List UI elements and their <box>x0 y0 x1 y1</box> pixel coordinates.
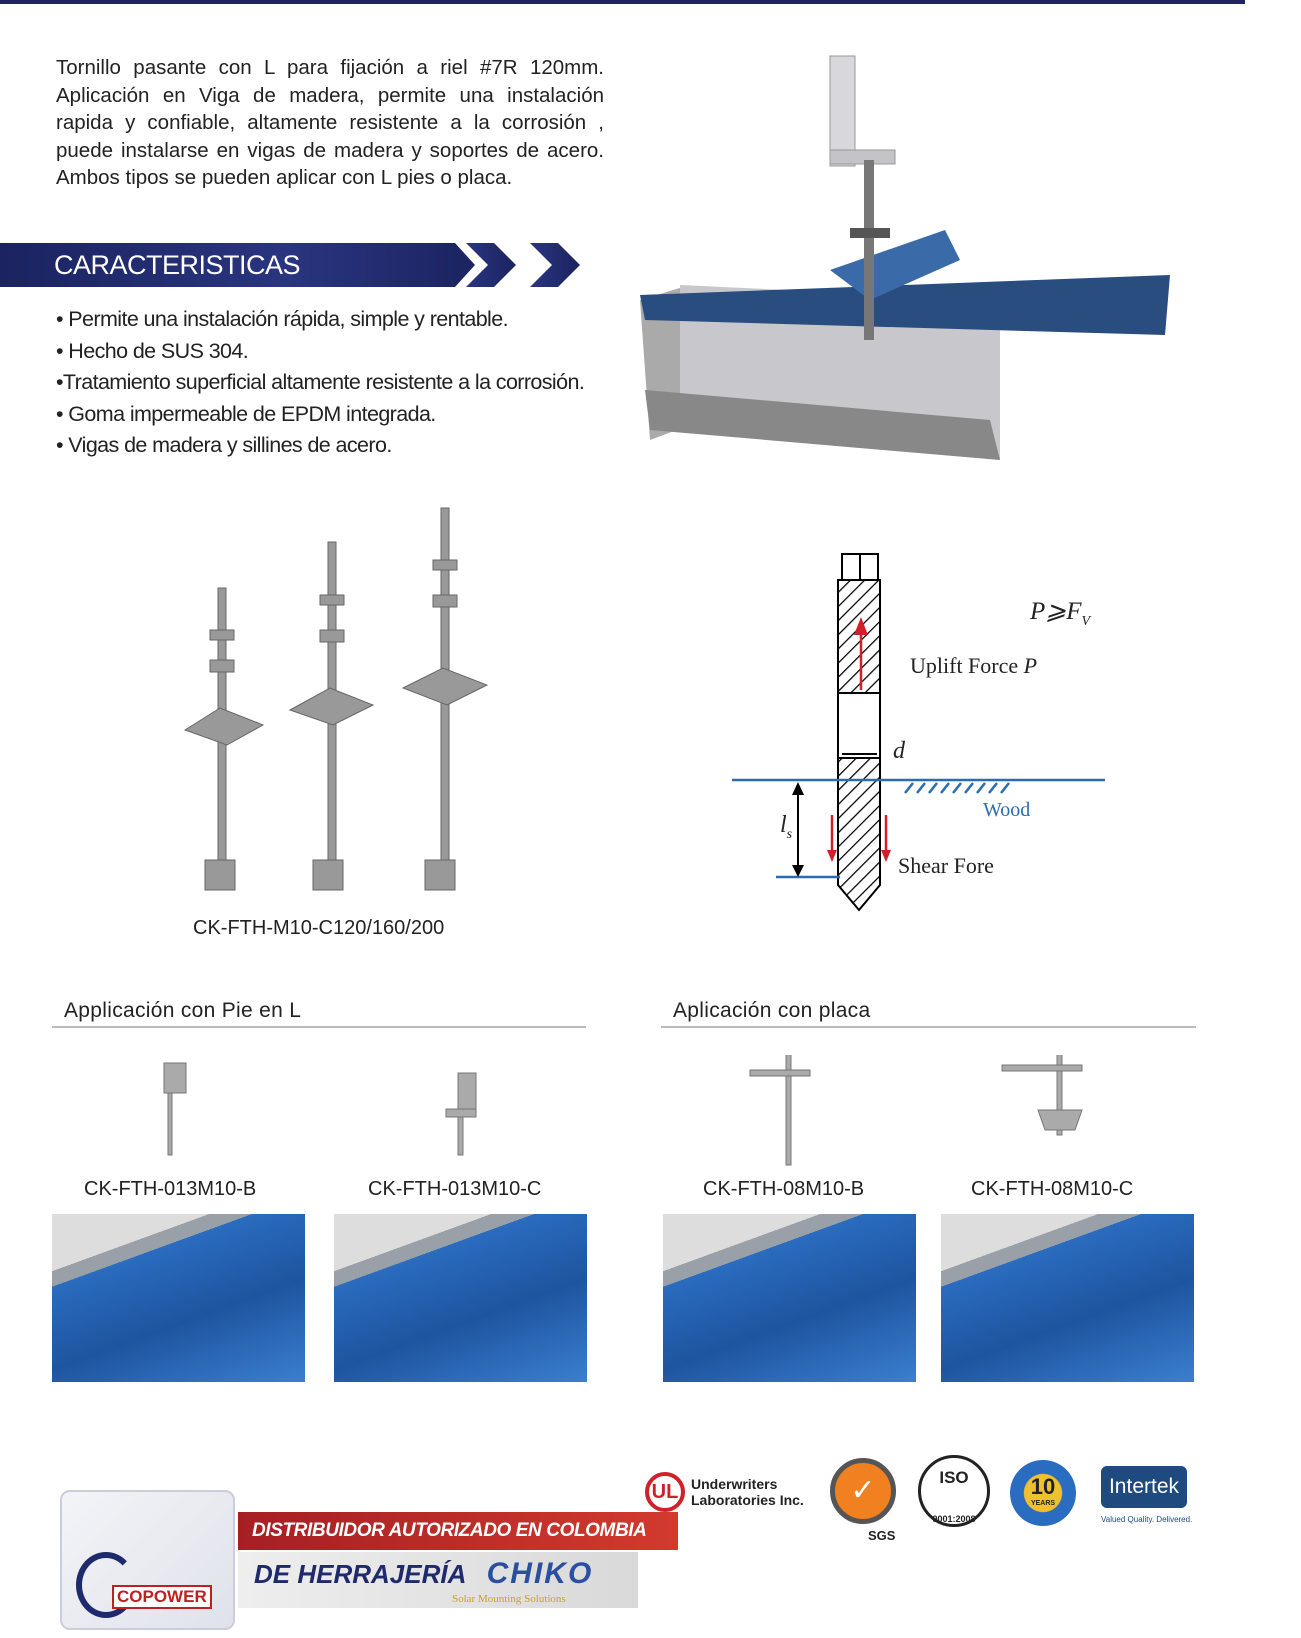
length-label: ls <box>780 812 793 842</box>
distributor-banner: DISTRIBUIDOR AUTORIZADO EN COLOMBIA <box>238 1512 678 1550</box>
hardware-banner: DE HERRAJERÍA CHIKO Solar Mounting Solut… <box>238 1552 638 1608</box>
shear-label: Shear Fore <box>898 853 994 878</box>
application-photo <box>52 1214 305 1382</box>
sgs-label: SGS <box>868 1528 896 1543</box>
product-thumbnails <box>163 1055 1083 1166</box>
bolt-products-image <box>183 507 489 891</box>
chevron-icon <box>530 243 580 287</box>
application-title: Aplicación con placa <box>673 999 871 1022</box>
diameter-label: d <box>893 738 905 764</box>
section-title: CARACTERISTICAS <box>54 250 301 280</box>
feature-item: • Goma impermeable de EPDM integrada. <box>56 401 436 426</box>
divider <box>661 1026 1196 1028</box>
ul-logo: UL <box>645 1472 685 1512</box>
formula: P⩾FV <box>1030 598 1091 629</box>
features-list: • Permite una instalación rápida, simple… <box>56 304 604 462</box>
chiko-logo: CHIKO <box>486 1557 594 1590</box>
chiko-tagline: Solar Mounting Solutions <box>452 1593 566 1605</box>
feature-item: • Permite una instalación rápida, simple… <box>56 307 509 331</box>
feature-item: • Vigas de madera y sillines de acero. <box>56 433 392 457</box>
product-code: CK-FTH-08M10-B <box>703 1178 865 1200</box>
divider <box>52 1026 586 1028</box>
application-photo <box>334 1214 587 1382</box>
feature-item: • Hecho de SUS 304. <box>56 338 249 363</box>
product-code: CK-FTH-013M10-C <box>368 1178 542 1200</box>
intro-text: Tornillo pasante con L para fijación a r… <box>56 56 604 189</box>
sgs-badge: ✓ <box>830 1458 896 1524</box>
feature-item: •Tratamiento superficial altamente resis… <box>56 370 585 394</box>
uplift-label: Uplift Force P <box>910 653 1038 678</box>
intertek-tagline: Valued Quality. Delivered. <box>1101 1515 1193 1524</box>
application-photo <box>941 1214 1194 1382</box>
product-code: CK-FTH-08M10-C <box>971 1178 1134 1200</box>
wood-label: Wood <box>983 799 1031 821</box>
top-rule <box>0 0 1245 4</box>
installation-illustration <box>640 55 1170 460</box>
intertek-logo: Intertek <box>1101 1466 1187 1508</box>
section-banner: CARACTERISTICAS <box>0 243 475 287</box>
product-code: CK-FTH-013M10-B <box>84 1178 257 1200</box>
application-title: Applicación con Pie en L <box>64 999 302 1022</box>
force-diagram <box>732 553 1105 912</box>
copower-logo: COPOWER <box>60 1490 235 1630</box>
main-product-code: CK-FTH-M10-C120/160/200 <box>193 917 445 939</box>
application-photo <box>663 1214 916 1382</box>
